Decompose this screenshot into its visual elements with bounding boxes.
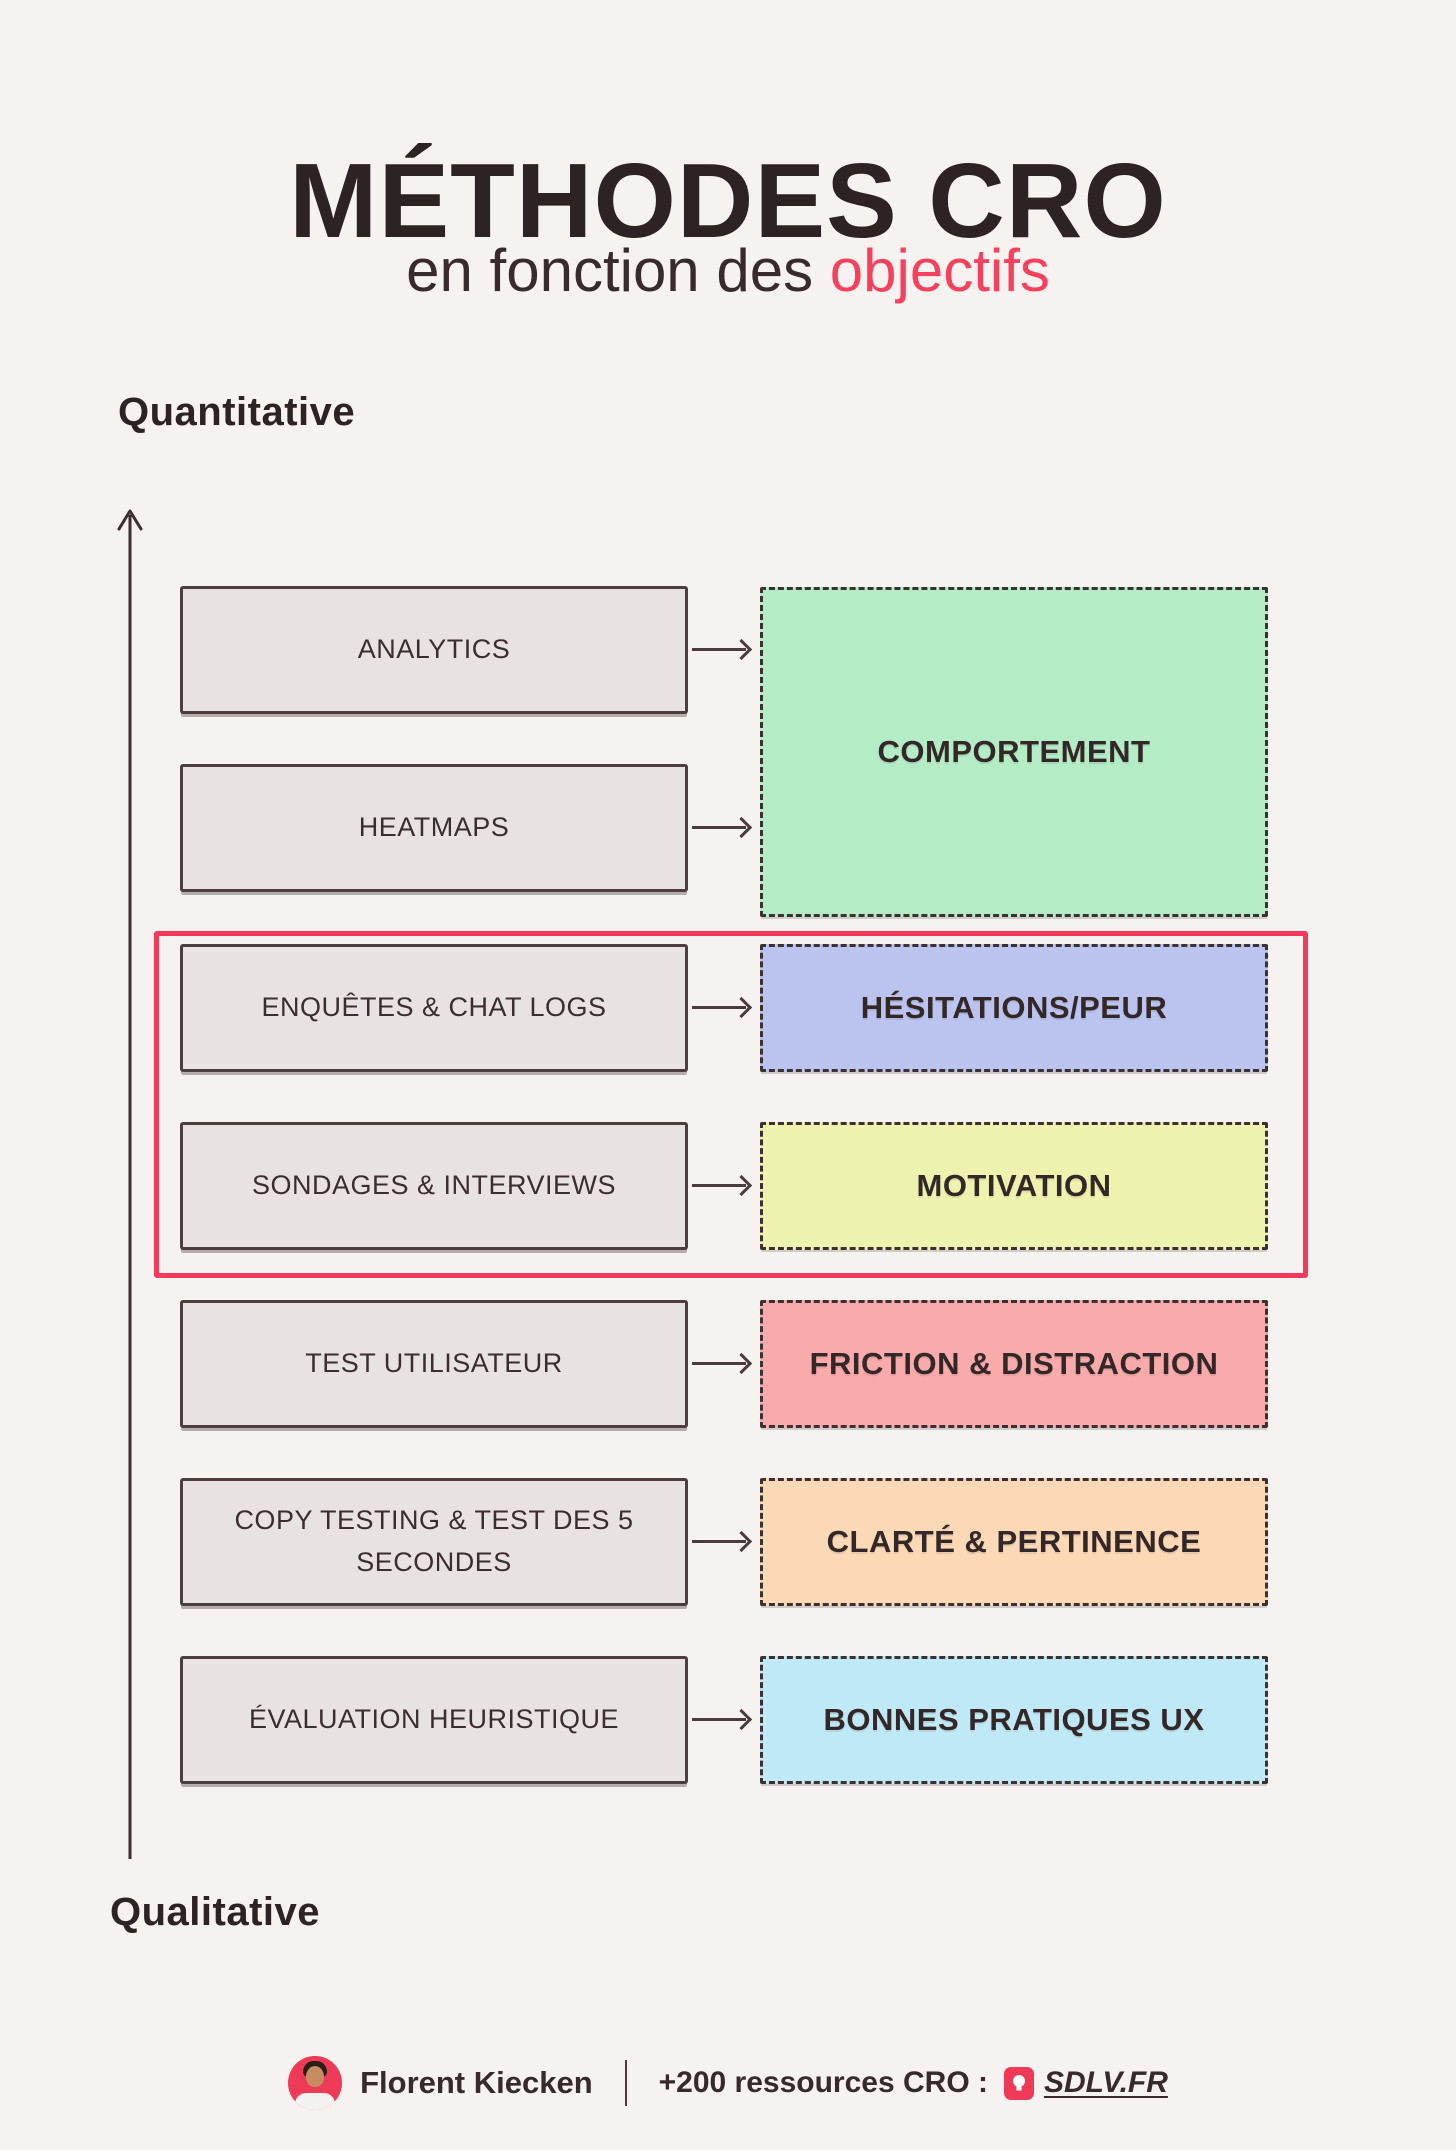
objective-label: FRICTION & DISTRACTION [809, 1345, 1219, 1381]
method-box-sondages-interviews: SONDAGES & INTERVIEWS [180, 1122, 688, 1250]
axis-label-qualitative: Qualitative [110, 1890, 321, 1934]
method-label: HEATMAPS [358, 812, 510, 843]
method-box-analytics: ANALYTICS [180, 586, 688, 714]
objective-box-clarte-pertinence: CLARTÉ & PERTINENCE [760, 1478, 1268, 1606]
method-label: TEST UTILISATEUR [305, 1348, 563, 1379]
footer: Florent Kiecken +200 ressources CRO : SD… [0, 2056, 1456, 2110]
author-avatar [288, 2056, 343, 2110]
objective-label: HÉSITATIONS/PEUR [860, 989, 1168, 1025]
footer-divider [624, 2060, 627, 2106]
highlight-frame [154, 931, 1308, 1278]
objective-label: BONNES PRATIQUES UX [823, 1701, 1205, 1737]
method-label: COPY TESTING & TEST DES 5 SECONDES [234, 1505, 634, 1577]
method-label: ENQUÊTES & CHAT LOGS [261, 992, 607, 1023]
arrow-sondages-to-motivation [692, 1184, 746, 1187]
objective-label: CLARTÉ & PERTINENCE [826, 1523, 1202, 1559]
method-label: ANALYTICS [357, 634, 511, 665]
objective-box-bonnes-pratiques-ux: BONNES PRATIQUES UX [760, 1656, 1268, 1784]
page-subtitle: en fonction des objectifs [0, 236, 1456, 305]
method-box-heatmaps: HEATMAPS [180, 764, 688, 892]
arrow-heatmaps-to-comportement [692, 826, 746, 829]
arrow-evaluation-to-bonnes-pratiques [692, 1718, 746, 1721]
avatar-head [306, 2066, 325, 2087]
method-box-enquetes-chat-logs: ENQUÊTES & CHAT LOGS [180, 944, 688, 1072]
subtitle-accent: objectifs [829, 237, 1050, 304]
avatar-shirt [295, 2093, 336, 2110]
page-title: MÉTHODES CRO [289, 142, 1167, 261]
method-box-test-utilisateur: TEST UTILISATEUR [180, 1300, 688, 1428]
method-label: ÉVALUATION HEURISTIQUE [248, 1704, 620, 1735]
arrow-test-to-friction [692, 1362, 746, 1365]
arrow-copy-to-clarte [692, 1540, 746, 1543]
subtitle-prefix: en fonction des [406, 237, 814, 304]
arrow-analytics-to-comportement [692, 648, 746, 651]
axis-label-quantitative: Quantitative [118, 390, 356, 434]
objective-label: COMPORTEMENT [877, 733, 1151, 769]
method-label: SONDAGES & INTERVIEWS [251, 1170, 617, 1201]
method-box-evaluation-heuristique: ÉVALUATION HEURISTIQUE [180, 1656, 688, 1784]
objective-box-motivation: MOTIVATION [760, 1122, 1268, 1250]
objective-box-comportement: COMPORTEMENT [760, 587, 1268, 917]
arrow-enquetes-to-hesitations [692, 1006, 746, 1009]
brand-link-sdlv[interactable]: SDLV.FR [1043, 2066, 1168, 2099]
vertical-axis-arrow [117, 509, 143, 1859]
resources-text: +200 ressources CRO : [658, 2066, 988, 2099]
objective-label: MOTIVATION [916, 1167, 1112, 1203]
objective-box-friction-distraction: FRICTION & DISTRACTION [760, 1300, 1268, 1428]
author-name: Florent Kiecken [360, 2065, 593, 2100]
method-box-copy-testing: COPY TESTING & TEST DES 5 SECONDES [180, 1478, 688, 1606]
lightbulb-icon [1003, 2066, 1034, 2100]
objective-box-hesitations-peur: HÉSITATIONS/PEUR [760, 944, 1268, 1072]
